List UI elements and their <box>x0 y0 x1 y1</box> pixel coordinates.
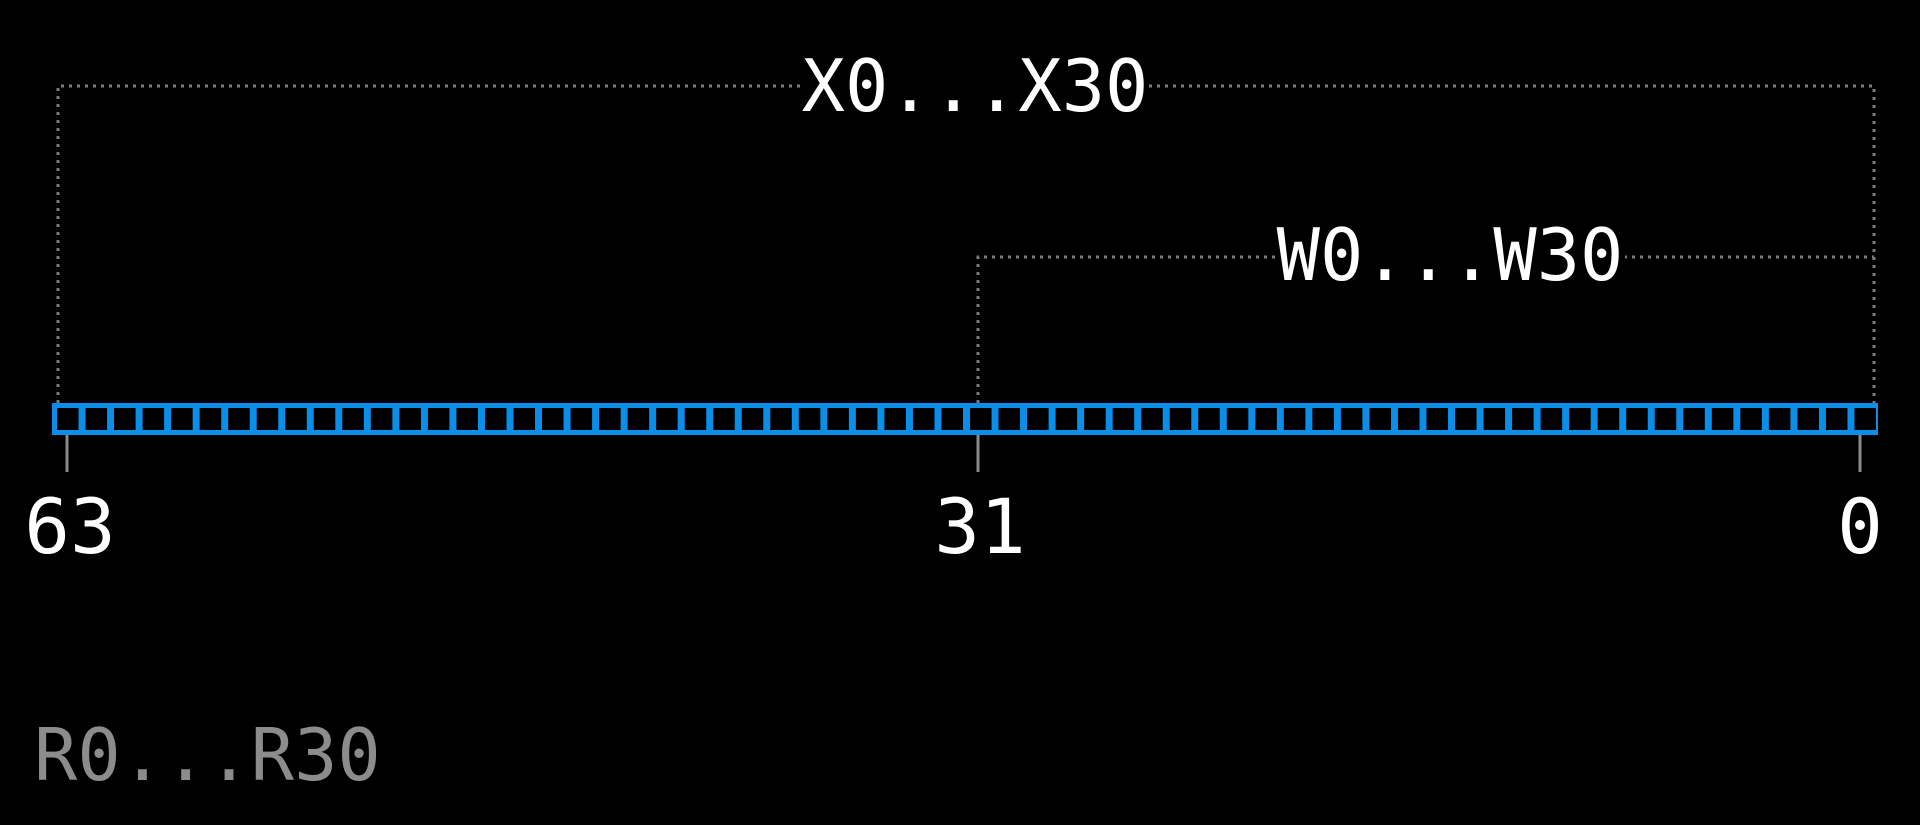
bit-cell-18 <box>1340 408 1363 430</box>
w-register-bracket <box>976 255 1874 403</box>
bit-cell-50 <box>427 408 450 430</box>
bit-cell-5 <box>1711 408 1734 430</box>
bit-cell-58 <box>199 408 222 430</box>
r-register-label: R0...R30 <box>34 713 381 797</box>
bit-cell-63 <box>57 408 79 430</box>
bit-cell-4 <box>1740 408 1762 430</box>
bit-cell-61 <box>114 408 136 430</box>
bit-cell-14 <box>1455 408 1477 430</box>
bit-cell-2 <box>1797 408 1819 430</box>
x-label-background <box>805 56 1145 120</box>
bit-cell-44 <box>599 408 621 430</box>
bit-cell-28 <box>1055 408 1078 430</box>
bit-cell-23 <box>1198 408 1220 430</box>
bit-cell-7 <box>1654 408 1677 430</box>
bit-cell-13 <box>1483 408 1506 430</box>
bit-cell-22 <box>1226 408 1249 430</box>
bit-cell-41 <box>684 408 707 430</box>
bit-cell-59 <box>171 408 193 430</box>
bit-cell-60 <box>142 408 165 430</box>
bit-cell-20 <box>1283 408 1306 430</box>
bit-cell-33 <box>912 408 935 430</box>
bit-cell-12 <box>1512 408 1534 430</box>
bit-cell-47 <box>513 408 536 430</box>
bit-cell-19 <box>1312 408 1334 430</box>
bit-cell-48 <box>484 408 507 430</box>
bit-cell-30 <box>998 408 1021 430</box>
bit-cell-37 <box>798 408 821 430</box>
x-register-label: X0...X30 <box>802 44 1149 128</box>
bit-cell-54 <box>313 408 336 430</box>
bit-cell-52 <box>370 408 393 430</box>
bit-cell-31 <box>970 408 992 430</box>
bit-31-label: 31 <box>934 482 1026 571</box>
bit-cell-10 <box>1569 408 1591 430</box>
bit-cell-6 <box>1683 408 1705 430</box>
bit-cell-16 <box>1397 408 1420 430</box>
bit-cell-8 <box>1626 408 1648 430</box>
bit-cell-57 <box>228 408 250 430</box>
bit-cell-24 <box>1169 408 1192 430</box>
bit-63-label: 63 <box>24 482 116 571</box>
bit-cell-9 <box>1597 408 1620 430</box>
bit-cell-55 <box>285 408 307 430</box>
bit-cell-51 <box>399 408 421 430</box>
bit-cell-42 <box>656 408 678 430</box>
bit-cell-34 <box>884 408 906 430</box>
w-register-label: W0...W30 <box>1277 213 1624 297</box>
bit-cell-11 <box>1540 408 1563 430</box>
bit-cell-25 <box>1141 408 1163 430</box>
bit-cell-62 <box>85 408 108 430</box>
bit-cell-49 <box>456 408 478 430</box>
bit-cell-45 <box>570 408 593 430</box>
bit-0-label: 0 <box>1837 482 1883 571</box>
bit-cell-1 <box>1825 408 1848 430</box>
bit-cell-39 <box>741 408 764 430</box>
bit-cell-29 <box>1027 408 1049 430</box>
bit-cell-38 <box>770 408 792 430</box>
bit-cell-17 <box>1369 408 1391 430</box>
bit-cell-53 <box>342 408 364 430</box>
bit-cell-15 <box>1426 408 1449 430</box>
w-label-background <box>1275 222 1625 290</box>
bit-cell-26 <box>1112 408 1135 430</box>
bit-cell-43 <box>627 408 650 430</box>
bit-cell-21 <box>1255 408 1277 430</box>
bit-cell-3 <box>1768 408 1791 430</box>
bit-cell-0 <box>1854 408 1876 430</box>
bit-cell-56 <box>256 408 279 430</box>
bit-cell-35 <box>855 408 878 430</box>
bit-cell-40 <box>713 408 735 430</box>
64-bit-register <box>52 403 1878 435</box>
bit-cell-36 <box>827 408 849 430</box>
bit-cell-46 <box>542 408 564 430</box>
bit-cell-32 <box>941 408 963 430</box>
bit-cell-27 <box>1084 408 1106 430</box>
